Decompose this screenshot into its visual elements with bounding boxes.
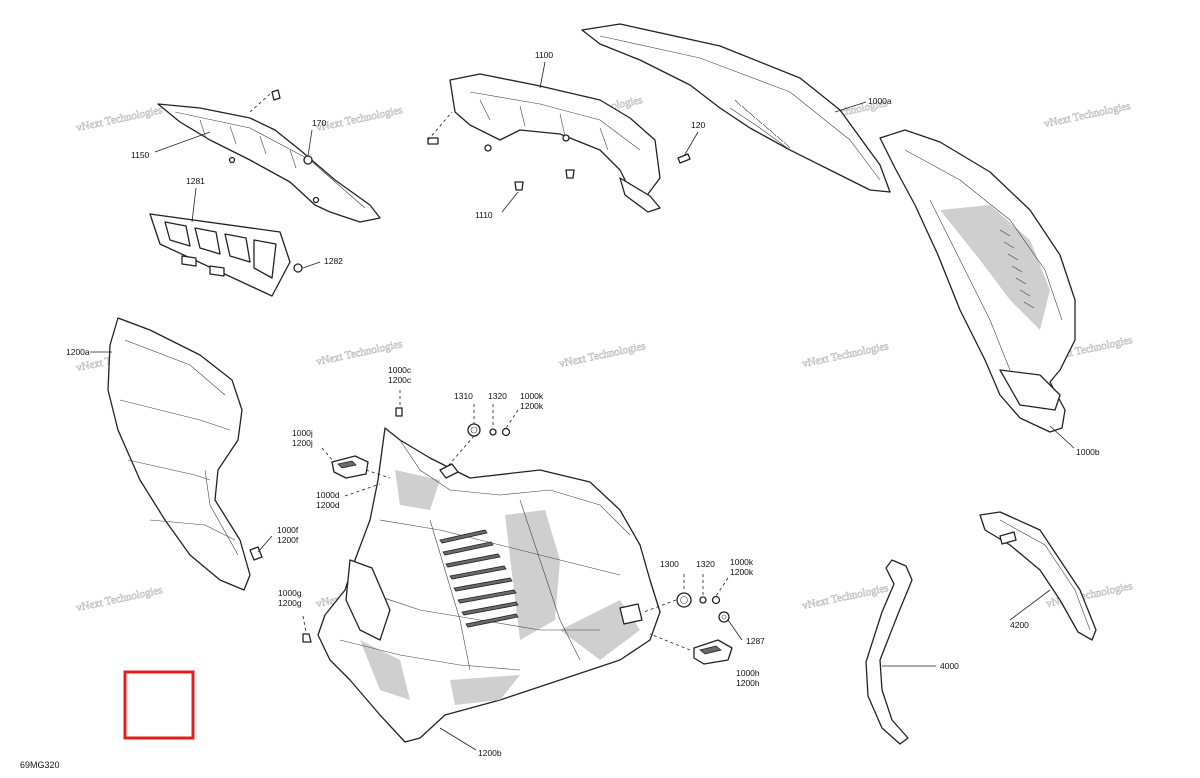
fastener-1000k-a-nut[interactable] (501, 427, 511, 437)
part-4200-trim[interactable] (979, 511, 1097, 641)
callout-1200a: 1200a (66, 347, 90, 357)
svg-text:vNext Technologies: vNext Technologies (75, 104, 164, 134)
watermark: vNext Technologies (75, 104, 164, 135)
callout-1320-top: 1320 (488, 391, 507, 401)
part-1287-washer[interactable] (718, 611, 730, 623)
callout-1000b: 1000b (1076, 447, 1100, 457)
callout-1310: 1310 (454, 391, 473, 401)
part-1320b-washer[interactable] (699, 596, 707, 604)
part-1000h-bracket[interactable] (693, 639, 733, 665)
part-1150-bracket[interactable] (157, 103, 381, 223)
fastener-1110-screws[interactable] (427, 137, 575, 191)
svg-text:vNext Technologies: vNext Technologies (801, 582, 890, 612)
callout-1000a: 1000a (868, 96, 892, 106)
callout-120: 120 (691, 120, 705, 130)
watermark: vNext Technologies (801, 582, 890, 613)
svg-text:vNext Technologies: vNext Technologies (75, 584, 164, 614)
callout-1000k-bottom: 1000k (730, 557, 754, 567)
callout-1000d: 1000d (316, 490, 340, 500)
fastener-1282-clip[interactable] (293, 263, 303, 273)
callout-1200k-bottom: 1200k (730, 567, 754, 577)
part-1100-bracket[interactable] (449, 73, 661, 213)
panel-vent-slots (734, 99, 791, 149)
part-1320a-washer[interactable] (489, 428, 497, 436)
fastener-1000g-clip[interactable] (302, 633, 312, 643)
louvre-slots (439, 529, 519, 628)
part-1200b-main-body[interactable] (317, 427, 661, 743)
callout-1000g: 1000g (278, 588, 302, 598)
callout-labels: 1100 1000a 170 1150 120 1110 1281 1282 1… (66, 50, 1100, 758)
callout-4000: 4000 (940, 661, 959, 671)
callout-1287: 1287 (746, 636, 765, 646)
part-1000a-side-panel[interactable] (581, 23, 891, 193)
callout-1200b: 1200b (478, 748, 502, 758)
callout-1000k-top: 1000k (520, 391, 544, 401)
part-1281-grille[interactable] (149, 213, 291, 297)
figure-code: 69MG320 (20, 760, 60, 770)
callout-170: 170 (312, 118, 326, 128)
callout-1300: 1300 (660, 559, 679, 569)
callout-1000f: 1000f (277, 525, 299, 535)
callout-1320-bottom: 1320 (696, 559, 715, 569)
fastener-1150-screw[interactable] (271, 89, 281, 101)
panel-vent-slots (999, 229, 1035, 309)
callout-4200: 4200 (1010, 620, 1029, 630)
svg-text:vNext Technologies: vNext Technologies (315, 338, 404, 368)
part-1000j-bracket[interactable] (331, 455, 369, 479)
svg-text:vNext Technologies: vNext Technologies (1043, 100, 1132, 130)
svg-text:vNext Technologies: vNext Technologies (801, 340, 890, 370)
leader-lines (90, 61, 1075, 751)
callout-1200d: 1200d (316, 500, 340, 510)
watermark: vNext Technologies (558, 340, 647, 371)
watermark: vNext Technologies (801, 340, 890, 371)
watermark: vNext Technologies (315, 338, 404, 369)
callout-1100: 1100 (535, 50, 554, 60)
part-4000-trim[interactable] (865, 559, 913, 745)
callout-1200k-top: 1200k (520, 401, 544, 411)
callout-1200c: 1200c (388, 375, 412, 385)
watermark: vNext Technologies (75, 584, 164, 615)
callout-1000c: 1000c (388, 365, 412, 375)
fastener-1000k-b-nut[interactable] (711, 595, 721, 605)
part-1000b-side-panel[interactable] (879, 129, 1076, 433)
callout-1000j: 1000j (292, 428, 313, 438)
watermark: vNext Technologies (1043, 100, 1132, 131)
fastener-170-clip[interactable] (303, 155, 313, 165)
watermark: vNext Technologies (315, 104, 404, 135)
callout-1281: 1281 (186, 176, 205, 186)
part-1200a-side-panel[interactable] (107, 317, 251, 591)
callout-1200f: 1200f (277, 535, 299, 545)
callout-1200g: 1200g (278, 598, 302, 608)
svg-text:vNext Technologies: vNext Technologies (315, 104, 404, 134)
callout-1000h: 1000h (736, 668, 760, 678)
part-1300-grommet[interactable] (676, 592, 692, 608)
callout-1200j: 1200j (292, 438, 313, 448)
red-marker-box (123, 670, 195, 740)
callout-1200h: 1200h (736, 678, 760, 688)
svg-text:vNext Technologies: vNext Technologies (558, 340, 647, 370)
callout-1282: 1282 (324, 256, 343, 266)
callout-1110: 1110 (475, 210, 493, 220)
callout-1150: 1150 (131, 150, 150, 160)
part-1310-grommet[interactable] (467, 423, 481, 437)
fastener-1000c-screw[interactable] (395, 407, 403, 417)
